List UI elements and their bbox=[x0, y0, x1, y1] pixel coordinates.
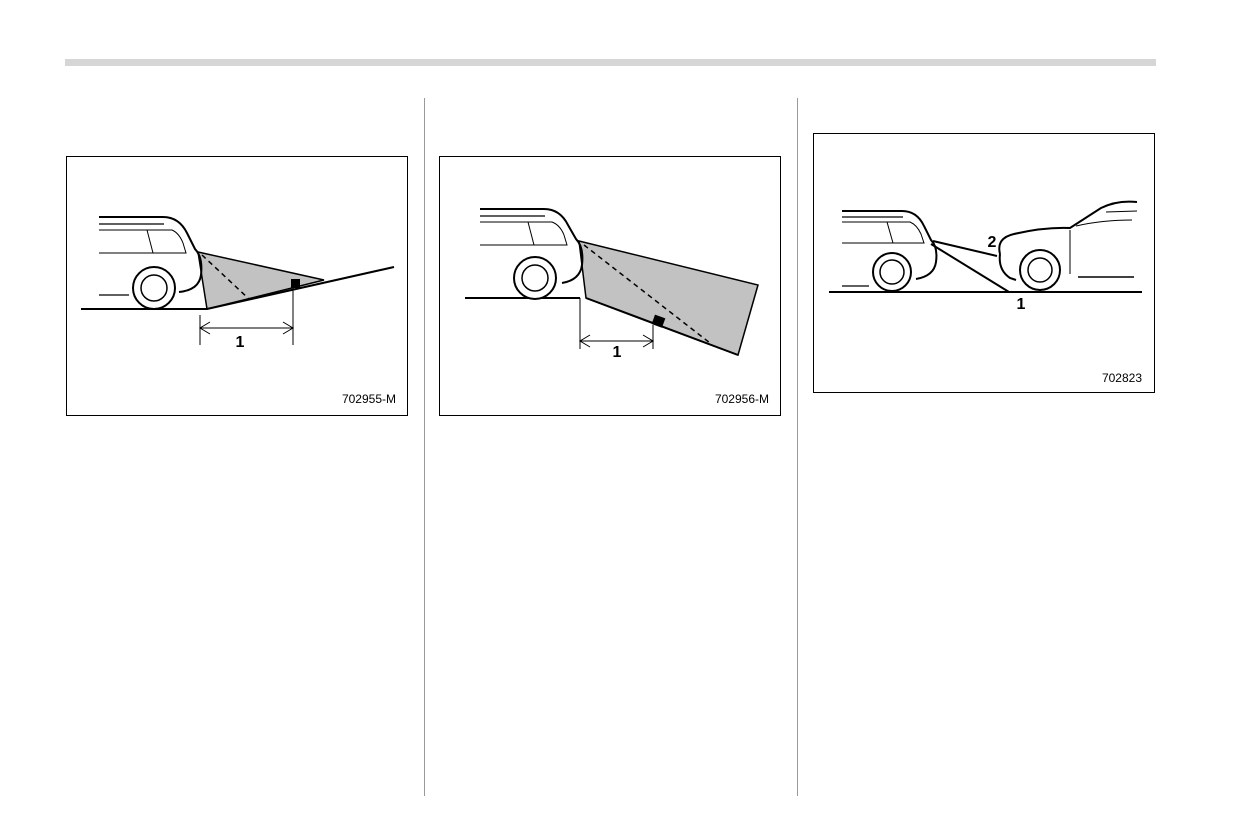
column-divider-left bbox=[424, 98, 425, 796]
vehicle-outline bbox=[480, 208, 584, 284]
illustration-downhill-sensor-range: 1 bbox=[465, 208, 759, 361]
figure-code: 702955-M bbox=[341, 392, 396, 406]
rear-wheel bbox=[513, 256, 557, 300]
object-marker bbox=[651, 314, 666, 328]
callout-2: 2 bbox=[988, 234, 997, 251]
illustration-vehicle-behind: 2 1 bbox=[829, 200, 1142, 313]
detection-area bbox=[578, 240, 759, 356]
detection-area bbox=[197, 251, 325, 310]
road-line bbox=[81, 266, 395, 310]
following-vehicle-outline bbox=[998, 200, 1138, 255]
figure-code: 702956-M bbox=[714, 392, 769, 406]
callout-1: 1 bbox=[613, 344, 622, 361]
detection-dashed-line bbox=[201, 254, 250, 300]
callout-1: 1 bbox=[236, 334, 245, 351]
rear-wheel bbox=[132, 266, 176, 310]
column-divider-right bbox=[797, 98, 798, 796]
figure-downhill: 1 702956-M bbox=[439, 156, 781, 416]
rear-wheel bbox=[872, 252, 912, 292]
figure-level-ground: 1 702955-M bbox=[66, 156, 408, 416]
object-marker bbox=[291, 279, 300, 288]
front-wheel bbox=[1019, 249, 1061, 291]
callout-1: 1 bbox=[1017, 296, 1026, 313]
sensor-line-upper bbox=[932, 240, 998, 257]
figure-vehicle-behind: 2 1 702823 bbox=[813, 133, 1155, 393]
vehicle-outline bbox=[99, 216, 203, 293]
header-rule bbox=[65, 59, 1156, 66]
illustration-level-sensor-range: 1 bbox=[81, 216, 395, 351]
figure-code: 702823 bbox=[1101, 371, 1142, 385]
sensor-line-lower bbox=[930, 243, 1010, 293]
